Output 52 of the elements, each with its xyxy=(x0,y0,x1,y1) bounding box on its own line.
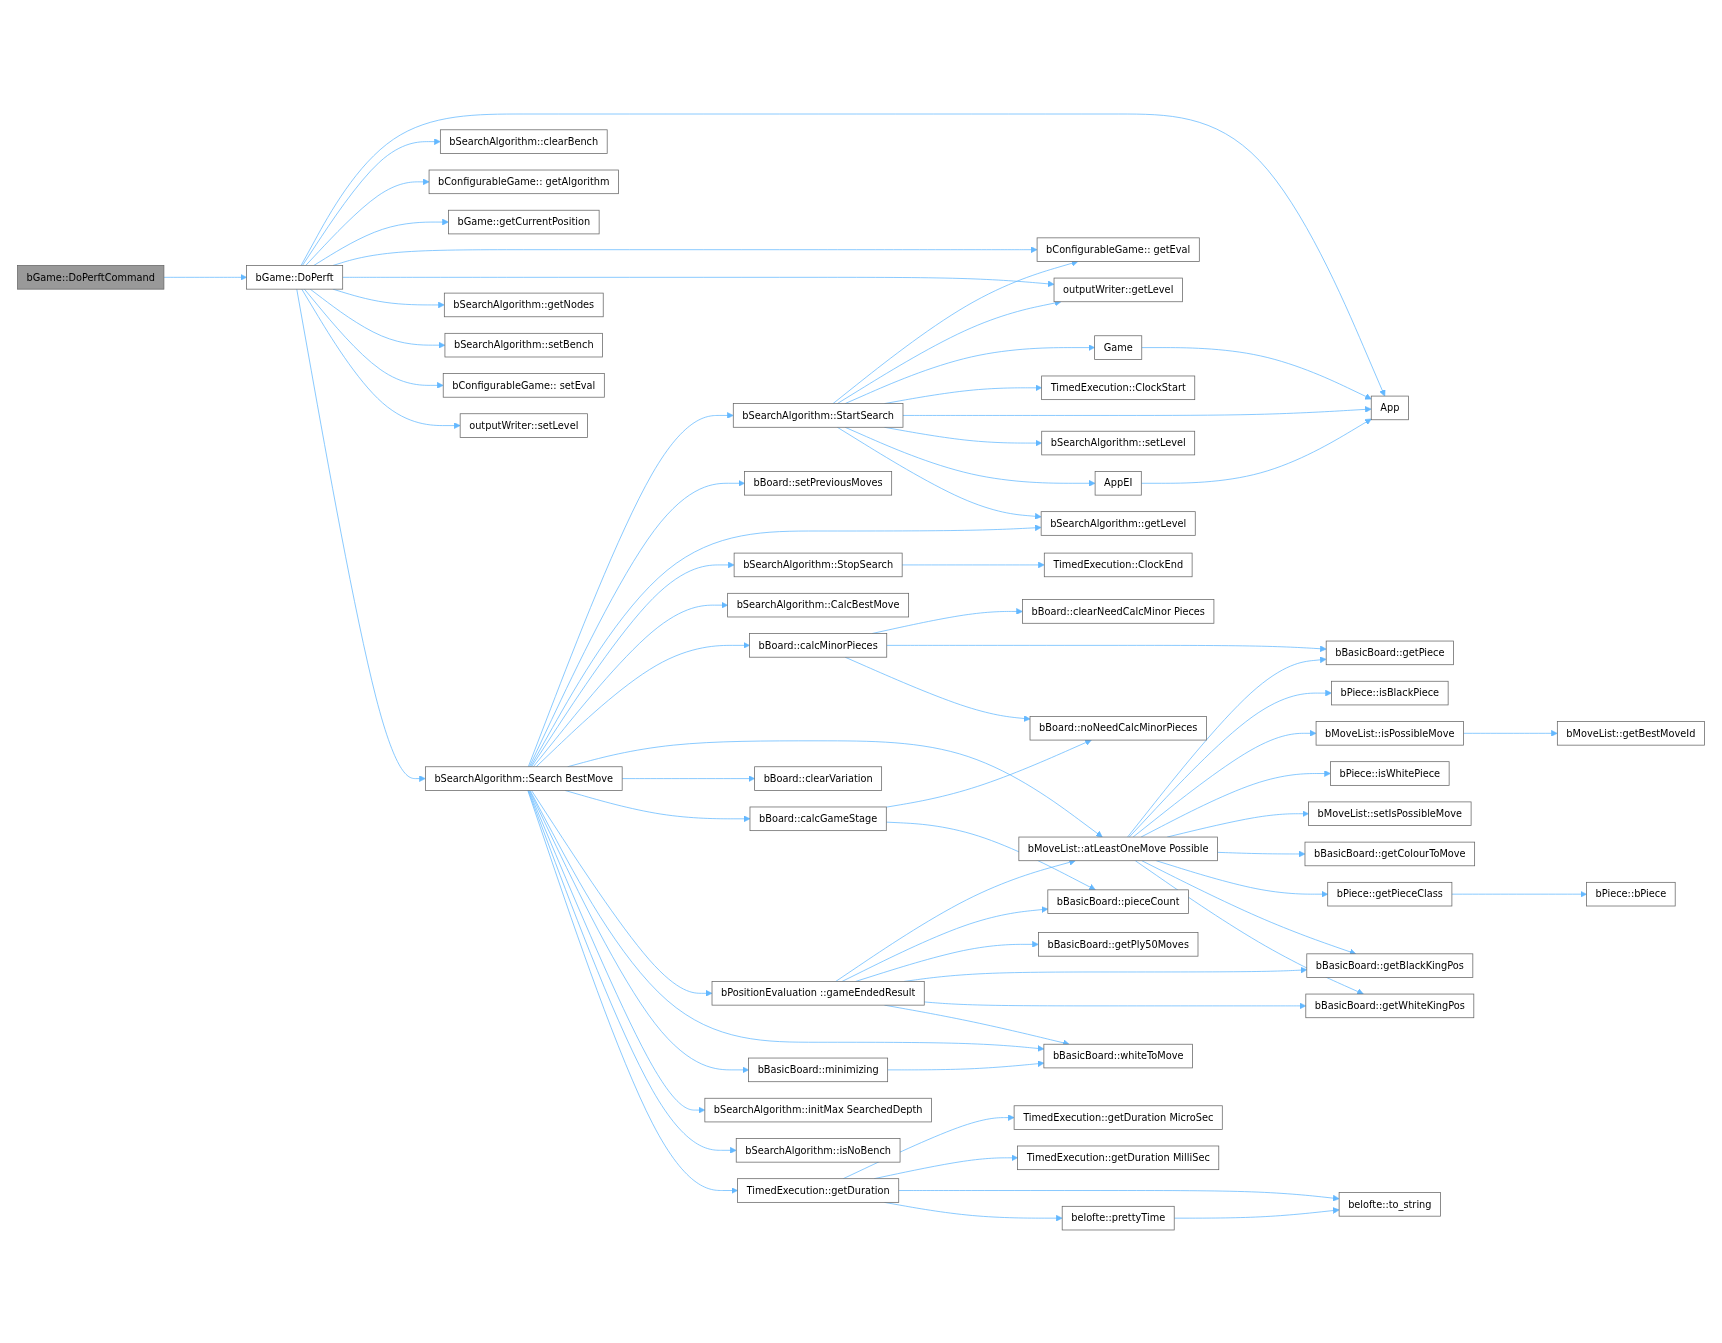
node-box: bConfigurableGame:: getEval xyxy=(1036,236,1200,262)
node-box: bMoveList::setIsPossibleMove xyxy=(1308,801,1472,826)
node-box: bConfigurableGame:: setEval xyxy=(442,372,605,398)
node-box: bBasicBoard::getWhiteKingPos xyxy=(1305,993,1475,1018)
node-box: bBoard::clearNeedCalcMinor Pieces xyxy=(1022,598,1215,624)
node-box: bSearchAlgorithm::setBench xyxy=(444,332,603,357)
node-box: bBoard::noNeedCalcMinorPieces xyxy=(1029,715,1207,740)
node-box: belofte::to_string xyxy=(1338,1191,1441,1217)
node-box: bPiece::isBlackPiece xyxy=(1331,680,1449,705)
node-box: bBasicBoard::minimizing xyxy=(748,1057,889,1082)
node-box: bSearchAlgorithm::getLevel xyxy=(1040,510,1196,536)
node-box: bBasicBoard::pieceCount xyxy=(1047,888,1189,914)
node-box: bSearchAlgorithm::clearBench xyxy=(439,128,608,154)
node-box: bMoveList::atLeastOneMove Possible xyxy=(1018,836,1218,861)
node-box: bSearchAlgorithm::CalcBestMove xyxy=(727,592,909,617)
node-box: bSearchAlgorithm::initMax SearchedDepth xyxy=(704,1097,932,1122)
node-box: Game xyxy=(1094,334,1143,360)
node-box: bBasicBoard::getPiece xyxy=(1325,640,1454,665)
node-box: bBoard::calcGameStage xyxy=(749,806,887,831)
node-box: bBasicBoard::getBlackKingPos xyxy=(1306,952,1474,978)
node-box: bGame::DoPerft xyxy=(246,264,344,290)
node-box: bBasicBoard::whiteToMove xyxy=(1043,1043,1193,1068)
node-box: App xyxy=(1370,395,1409,420)
node-box: AppEI xyxy=(1094,470,1142,495)
node-box: bConfigurableGame:: getAlgorithm xyxy=(428,169,619,194)
node-box: bGame::DoPerftCommand xyxy=(17,264,165,290)
node-box: bPiece::getPieceClass xyxy=(1327,881,1453,906)
node-box: bBoard::clearVariation xyxy=(754,765,882,791)
node-box: bSearchAlgorithm::StopSearch xyxy=(733,552,903,577)
node-box: bMoveList::getBestMoveId xyxy=(1556,720,1705,746)
node-box: TimedExecution::getDuration xyxy=(737,1177,900,1203)
node-box: bSearchAlgorithm::Search BestMove xyxy=(425,765,623,791)
node-box: TimedExecution::getDuration MilliSec xyxy=(1017,1145,1220,1170)
node-box: bPiece::bPiece xyxy=(1586,881,1676,906)
node-box: bBoard::calcMinorPieces xyxy=(749,632,888,658)
node-box: bBasicBoard::getPly50Moves xyxy=(1038,931,1199,957)
node-box: bSearchAlgorithm::setLevel xyxy=(1041,430,1196,455)
node-box: bPiece::isWhitePiece xyxy=(1330,760,1450,786)
node-box: bBasicBoard::getColourToMove xyxy=(1304,841,1476,866)
node-box: bBoard::setPreviousMoves xyxy=(744,470,893,495)
node-box: belofte::prettyTime xyxy=(1061,1205,1175,1230)
node-box: outputWriter::getLevel xyxy=(1053,277,1183,302)
node-box: TimedExecution::getDuration MicroSec xyxy=(1013,1104,1223,1130)
node-box: bSearchAlgorithm::getNodes xyxy=(443,292,604,317)
node-box: TimedExecution::ClockStart xyxy=(1041,375,1196,400)
node-box: bSearchAlgorithm::isNoBench xyxy=(735,1137,901,1163)
node-box: outputWriter::setLevel xyxy=(459,412,588,438)
node-box: bSearchAlgorithm::StartSearch xyxy=(732,402,904,428)
node-box: bMoveList::isPossibleMove xyxy=(1315,720,1464,746)
node-box: bPositionEvaluation ::gameEndedResult xyxy=(711,980,925,1005)
node-box: TimedExecution::ClockEnd xyxy=(1043,552,1193,577)
node-box: bGame::getCurrentPosition xyxy=(448,209,600,234)
